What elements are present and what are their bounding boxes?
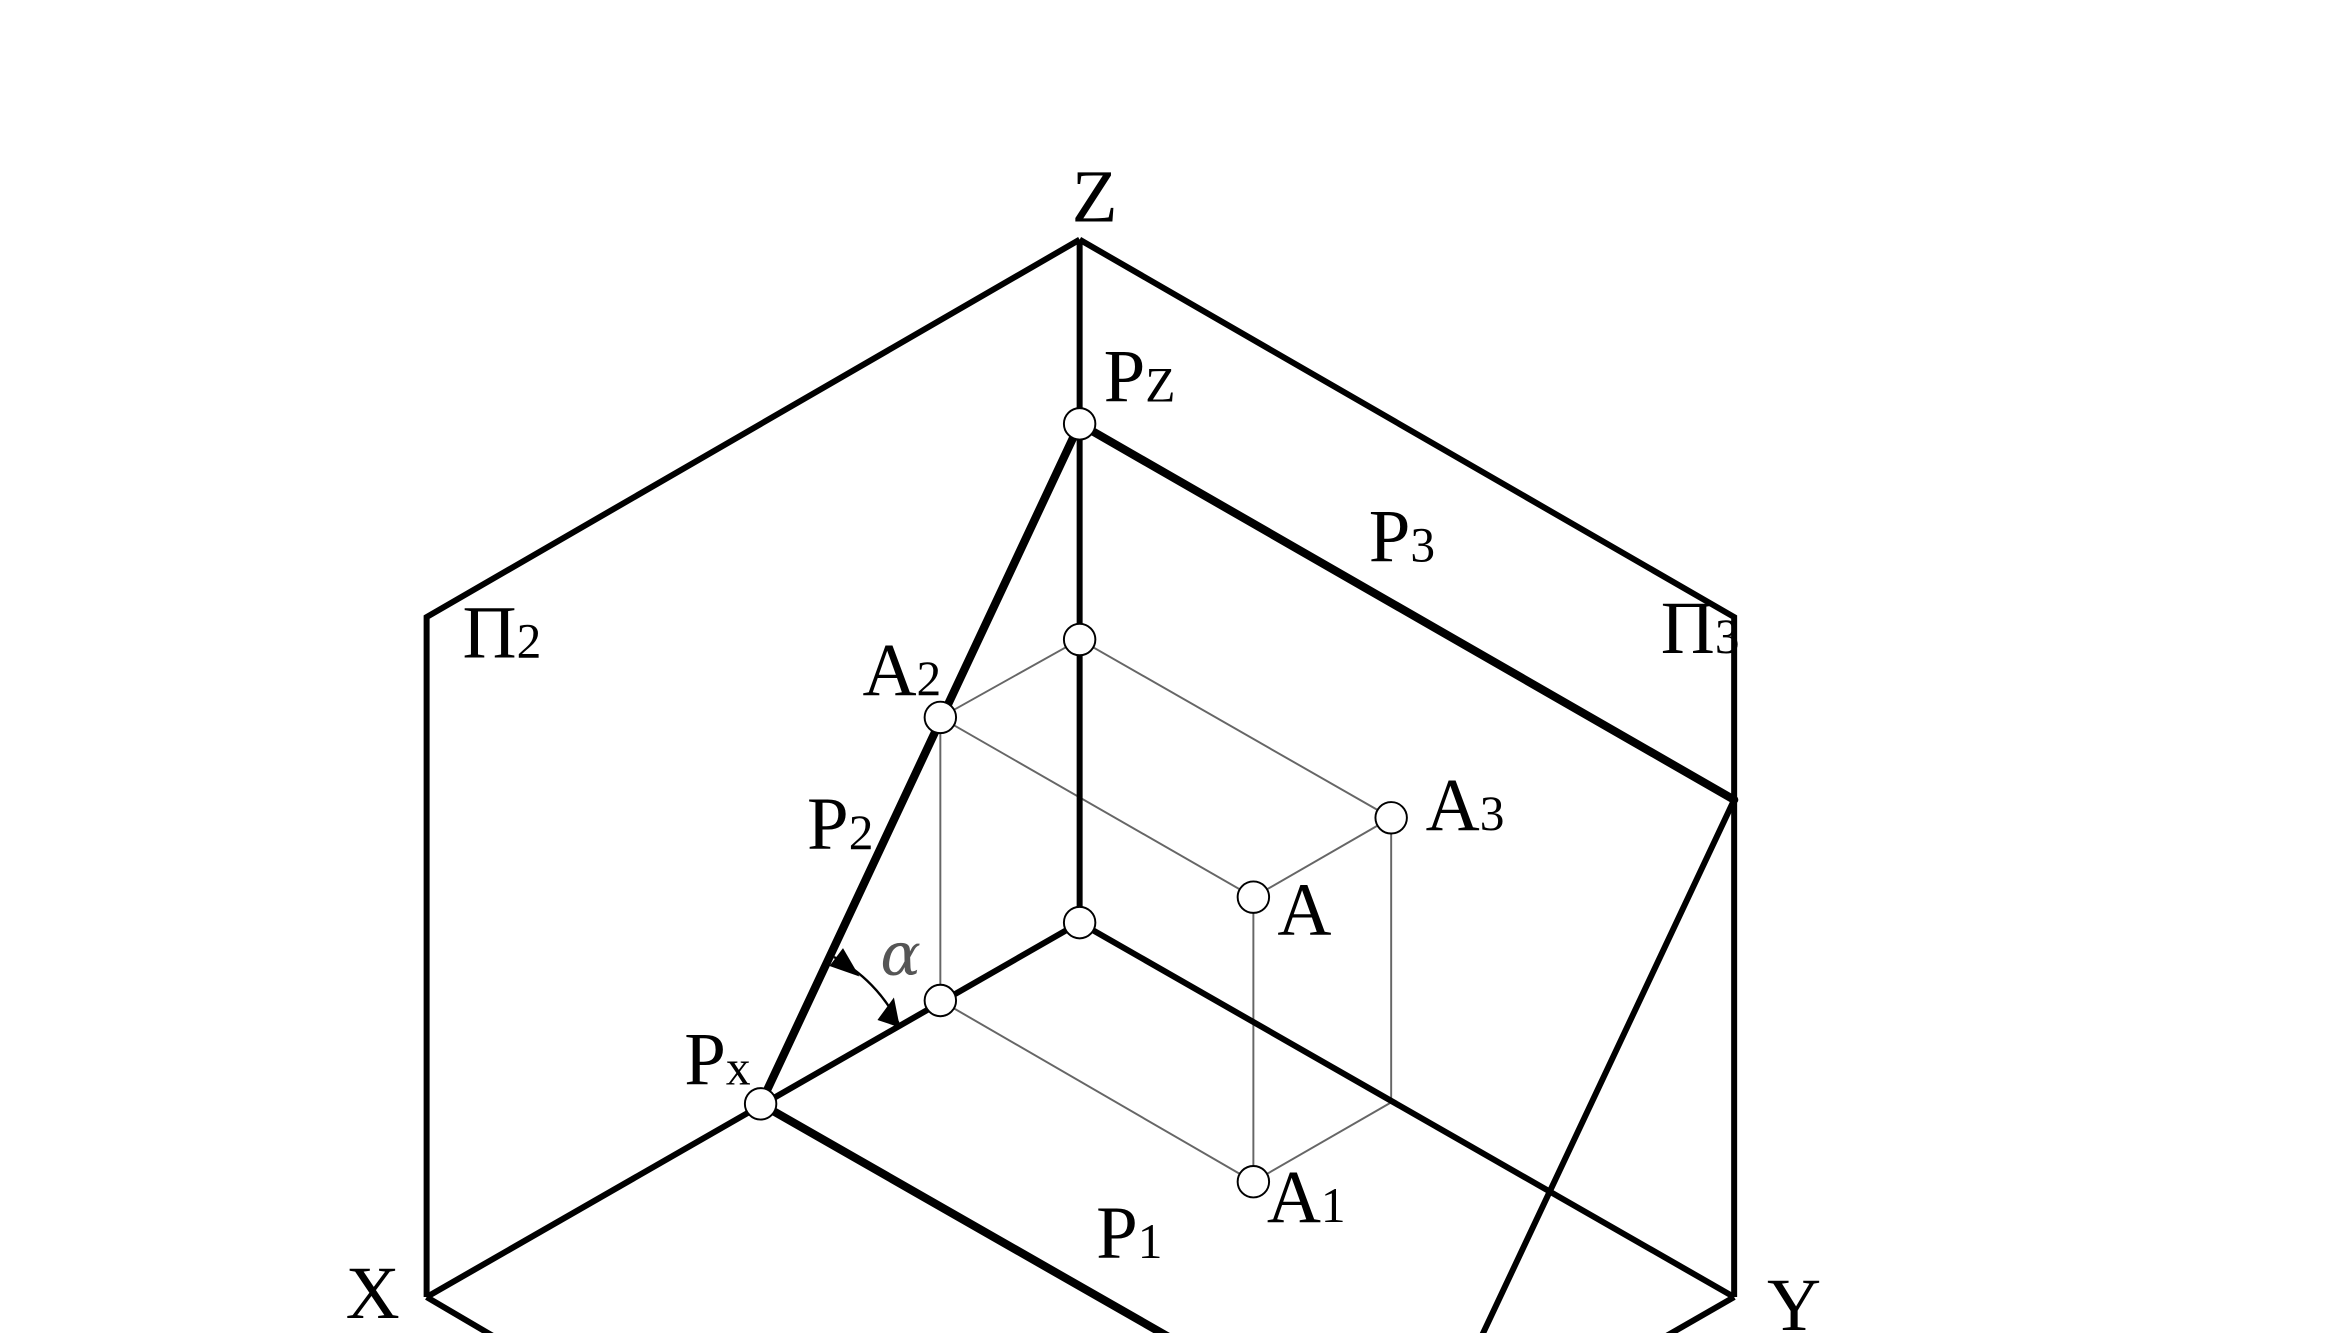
plane-frames	[423, 237, 1738, 1333]
label-pi2: Π2	[463, 592, 542, 675]
label-pz: PZ	[1104, 335, 1176, 418]
alpha-angle-mark	[829, 948, 900, 1028]
label-a1: A1	[1267, 1156, 1346, 1239]
z-point-to-a3-line	[1079, 638, 1392, 819]
label-px: Px	[684, 1018, 751, 1101]
point-a1	[1236, 1165, 1271, 1199]
plane-pi3-frame	[1078, 237, 1738, 1298]
trace-p3	[1075, 419, 1739, 804]
point-z-projection	[1062, 622, 1097, 657]
label-p3: P3	[1369, 496, 1435, 579]
alpha-arrow-bottom	[877, 997, 900, 1028]
label-pi3: Π3	[1661, 587, 1740, 670]
point-a	[1236, 880, 1271, 914]
label-alpha: α	[880, 920, 920, 990]
a-to-a3-line	[1252, 816, 1392, 898]
label-a: A	[1277, 869, 1331, 952]
trace-p1	[756, 1099, 1170, 1333]
plane-pi1-left-edge	[425, 1294, 494, 1333]
plane-pi1-right-edge	[1665, 1294, 1736, 1333]
point-px	[743, 1087, 778, 1121]
trace-p2	[756, 419, 1084, 1108]
label-z-axis: Z	[1072, 156, 1118, 239]
labels: Z X Y PZ P3 Π2 Π3 A2 A3 P2 A α Px A1	[346, 156, 1821, 1333]
plane-pi2-frame	[423, 237, 1082, 1298]
alpha-arrow-top	[829, 948, 860, 977]
a1-to-y-axis-line	[1252, 1101, 1392, 1183]
construction-lines	[939, 638, 1393, 1183]
y-axis	[1078, 920, 1736, 1300]
a2-to-z-point-line	[939, 638, 1081, 719]
label-p2: P2	[807, 783, 873, 866]
label-a3: A3	[1426, 764, 1505, 847]
x-axis-point-to-a1-line	[939, 999, 1254, 1183]
a2-to-a-line	[939, 716, 1254, 898]
label-x-axis: X	[346, 1252, 400, 1333]
label-p1: P1	[1096, 1192, 1162, 1275]
points	[743, 407, 1408, 1199]
point-a2	[923, 700, 958, 735]
point-origin	[1062, 905, 1097, 940]
plane-p-traces	[756, 419, 1739, 1333]
point-x-projection	[923, 983, 958, 1018]
point-a3	[1374, 801, 1408, 835]
trace-p3-extension	[1479, 796, 1738, 1333]
point-pz	[1062, 407, 1097, 441]
label-a2: A2	[862, 629, 941, 712]
label-y-axis: Y	[1767, 1264, 1821, 1333]
